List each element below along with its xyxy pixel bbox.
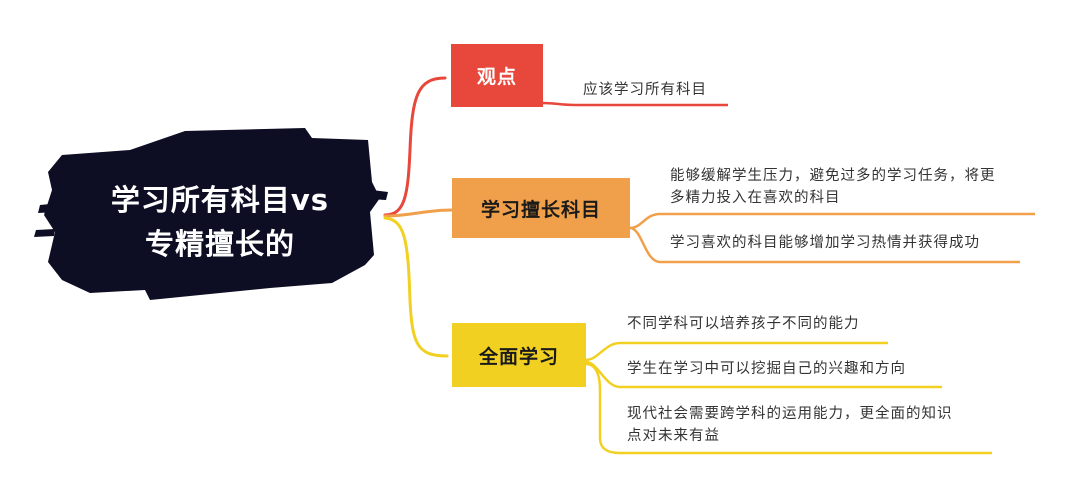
leaf-underline-zhuanjing-0 bbox=[629, 212, 1035, 230]
root-node-shape bbox=[34, 128, 388, 300]
leaf-quanmian-0: 不同学科可以培养孩子不同的能力 bbox=[627, 316, 860, 332]
root-label-line-2: 专精擅长的 bbox=[144, 227, 295, 261]
leaf-guandian-0: 应该学习所有科目 bbox=[583, 82, 707, 98]
connector-quanmian bbox=[383, 216, 449, 358]
leaf-zhuanjing-1: 学习喜欢的科目能够增加学习热情并获得成功 bbox=[670, 235, 980, 251]
leaf-zhuanjing-0-line-1: 能够缓解学生压力，避免过多的学习任务，将更 bbox=[670, 168, 996, 184]
root-node-label: 学习所有科目vs 专精擅长的 bbox=[80, 178, 360, 266]
leaf-underline-quanmian-2 bbox=[585, 362, 992, 455]
leaf-underline-guandian-0 bbox=[542, 101, 728, 107]
leaf-underline-quanmian-1 bbox=[585, 360, 942, 389]
leaf-quanmian-2-line-1: 现代社会需要跨学科的运用能力，更全面的知识 bbox=[627, 406, 953, 422]
leaf-underline-zhuanjing-1 bbox=[629, 226, 1020, 264]
leaf-quanmian-1: 学生在学习中可以挖掘自己的兴趣和方向 bbox=[627, 361, 906, 377]
leaf-zhuanjing-0-line-2: 多精力投入在喜欢的科目 bbox=[670, 190, 841, 206]
branch-box-zhuanjing bbox=[452, 178, 630, 238]
branch-box-guandian bbox=[451, 44, 543, 107]
branch-box-quanmian bbox=[452, 323, 586, 387]
leaf-underline-quanmian-0 bbox=[585, 341, 888, 362]
leaf-quanmian-2-line-2: 点对未来有益 bbox=[627, 428, 720, 444]
leaf-zhuanjing-0: 能够缓解学生压力，避免过多的学习任务，将更 多精力投入在喜欢的科目 bbox=[670, 165, 996, 209]
branch-label-guandian: 观点 bbox=[476, 66, 517, 88]
branch-label-quanmian: 全面学习 bbox=[478, 346, 559, 368]
branch-label-zhuanjing: 学习擅长科目 bbox=[480, 199, 601, 221]
root-label-line-1: 学习所有科目vs bbox=[110, 183, 330, 217]
connector-guandian bbox=[383, 76, 447, 217]
leaf-quanmian-2: 现代社会需要跨学科的运用能力，更全面的知识 点对未来有益 bbox=[627, 403, 953, 447]
connector-zhuanjing bbox=[383, 208, 454, 218]
